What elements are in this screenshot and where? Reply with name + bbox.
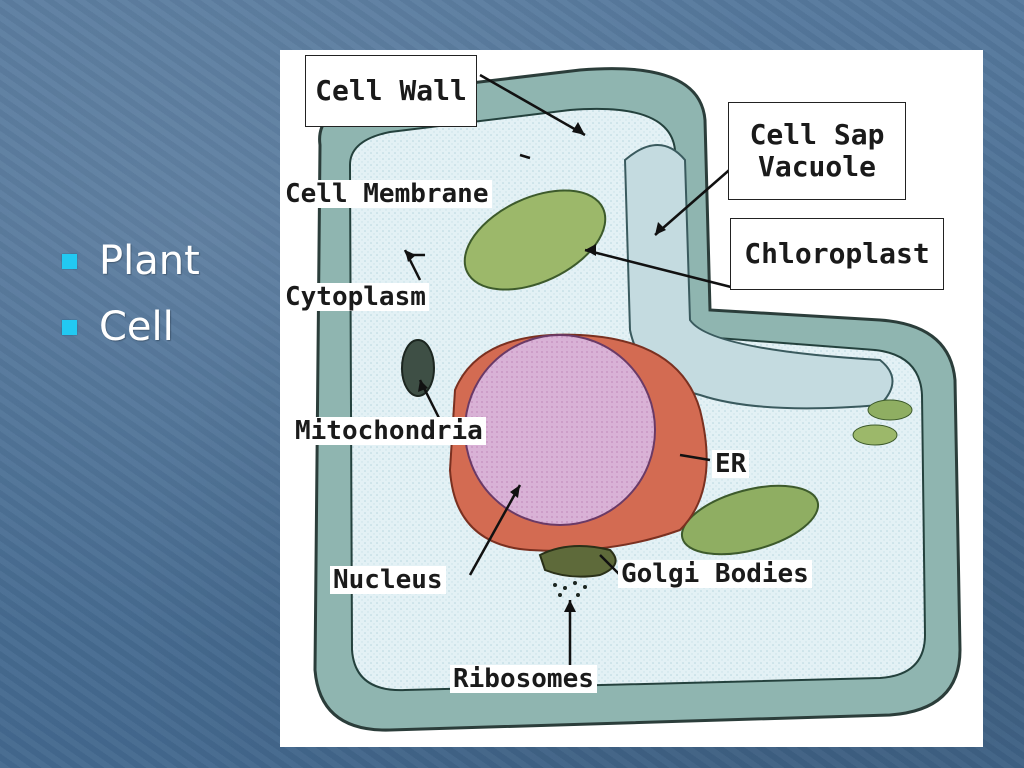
cell-membrane-text: Cell Membrane [285, 179, 489, 209]
chloroplast-shape [463, 189, 607, 291]
bullet-item-cell: Cell [62, 294, 200, 360]
bullet-item-plant: Plant [62, 228, 200, 294]
plant-cell-diagram: Cell Wall Cell Sap Vacuole Chloroplast C… [280, 50, 983, 747]
mitochondria-label: Mitochondria [292, 417, 486, 445]
golgi-bodies-label: Golgi Bodies [618, 560, 812, 588]
chloroplast-shape-2 [680, 484, 820, 556]
ribosomes-label: Ribosomes [450, 665, 597, 693]
nucleus-text: Nucleus [333, 565, 443, 595]
er-text: ER [715, 449, 747, 479]
golgi-shape [538, 545, 617, 578]
cell-membrane-label: Cell Membrane [282, 180, 492, 208]
bullet-square-icon [62, 319, 77, 335]
cell-sap-text: Cell Sap [749, 117, 885, 151]
bullet-square-icon [62, 253, 77, 269]
bullet-list: Plant Cell [62, 228, 200, 360]
bullet-label: Plant [99, 238, 200, 284]
nucleus-shape [464, 334, 656, 526]
ribosomes-text: Ribosomes [453, 664, 594, 694]
cell-wall-label: Cell Wall [305, 55, 477, 127]
mitochondria-text: Mitochondria [295, 416, 483, 446]
chloroplast-label: Chloroplast [730, 218, 944, 290]
cytoplasm-label: Cytoplasm [282, 283, 429, 311]
golgi-bodies-text: Golgi Bodies [621, 559, 809, 589]
bullet-label: Cell [99, 304, 174, 350]
cell-wall-text: Cell Wall [315, 74, 467, 107]
er-label: ER [712, 449, 750, 479]
ribosome-dots [553, 581, 587, 597]
cell-sap-vacuole-label: Cell Sap Vacuole [728, 102, 906, 200]
vacuole-text: Vacuole [757, 150, 876, 183]
cytoplasm-text: Cytoplasm [285, 282, 426, 312]
chloroplast-text: Chloroplast [744, 237, 930, 270]
nucleus-label: Nucleus [330, 566, 446, 594]
mitochondria-shape [401, 339, 435, 397]
arrowheads [405, 122, 666, 612]
